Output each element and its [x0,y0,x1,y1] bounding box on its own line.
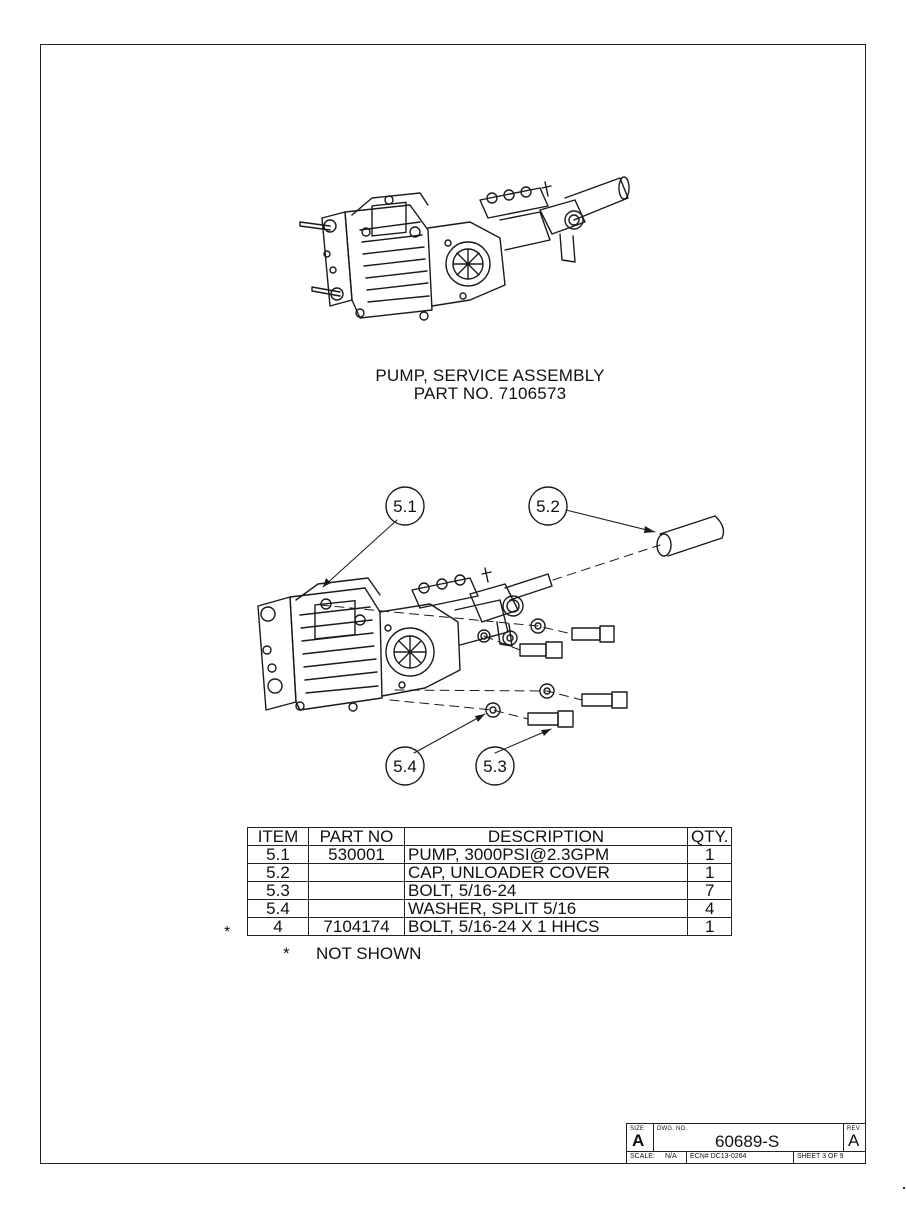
drawing-caption-part-no: PART NO. 7106573 [413,384,567,403]
drawing-caption-title: PUMP, SERVICE ASSEMBLY [375,366,605,385]
bom-item: 4 [247,917,309,936]
bom-qty: 1 [686,917,733,936]
balloon-5-3-label: 5.3 [483,757,507,776]
bom-part-no [308,881,405,900]
bom-description: BOLT, 5/16-24 X 1 HHCS [404,917,688,936]
bom-header-item: ITEM [247,827,309,846]
title-block-divider [627,1151,865,1152]
bom-header-part-no: PART NO [308,827,405,846]
exploded-pump-view [257,515,725,728]
size-cell [627,1124,654,1151]
balloon-5-3 [475,746,515,786]
dwg-no-label: DWG. NO. [657,1126,688,1132]
corner-dot [903,1187,905,1189]
table-row: 5.4 WASHER, SPLIT 5/16 4 [247,899,733,918]
bill-of-materials-table: ITEM PART NO DESCRIPTION QTY. 5.1 530001… [247,827,733,936]
dwg-no-cell [654,1124,844,1151]
balloon-5-1-label: 5.1 [393,497,417,516]
not-shown-note: * NOT SHOWN [283,944,421,964]
bom-qty: 1 [686,845,733,864]
bom-header-qty: QTY. [686,827,733,846]
sheet-value: SHEET 3 OF 9 [797,1153,844,1160]
rev-label: REV. [847,1126,862,1132]
bom-item: 5.2 [247,863,309,882]
bom-description: WASHER, SPLIT 5/16 [404,899,688,918]
rev-value: A [848,1131,860,1150]
size-value: A [632,1131,645,1150]
balloon-5-4 [385,746,425,786]
balloon-5-2-label: 5.2 [536,497,560,516]
bom-header-row: ITEM PART NO DESCRIPTION QTY. [247,827,733,846]
scale-label: SCALE: [630,1153,655,1160]
bom-description: BOLT, 5/16-24 [404,881,688,900]
bom-part-no [308,899,405,918]
bom-part-no: 7104174 [308,917,405,936]
table-row: 5.1 530001 PUMP, 3000PSI@2.3GPM 1 [247,845,733,864]
sheet-border [40,44,866,1164]
note-text: NOT SHOWN [316,944,422,963]
balloon-5-4-label: 5.4 [393,757,417,776]
ecn-value: ECN# DC13-0264 [690,1153,747,1160]
table-row: 5.2 CAP, UNLOADER COVER 1 [247,863,733,882]
bom-qty: 4 [686,899,733,918]
size-label: SIZE [630,1126,645,1132]
dwg-no-value: 60689-S [715,1132,780,1151]
ecn-cell [687,1151,794,1163]
bom-part-no: 530001 [308,845,405,864]
scale-cell [627,1151,687,1163]
bom-description: PUMP, 3000PSI@2.3GPM [404,845,688,864]
balloon-5-2 [528,486,568,526]
assembled-pump-view [299,176,630,321]
bom-item: 5.1 [247,845,309,864]
bom-part-no [308,863,405,882]
note-marker: * [283,944,290,963]
bom-description: CAP, UNLOADER COVER [404,863,688,882]
scale-value: N/A [665,1153,677,1160]
bom-item: 5.4 [247,899,309,918]
table-row: 4 7104174 BOLT, 5/16-24 X 1 HHCS 1 [247,917,733,936]
bom-qty: 1 [686,863,733,882]
not-shown-row-marker: * [224,924,231,941]
bom-item: 5.3 [247,881,309,900]
title-block: SIZE A DWG. NO. 60689-S REV. A SCALE: N/… [626,1123,866,1164]
bom-qty: 7 [686,881,733,900]
balloon-5-1 [385,486,425,526]
bom-header-description: DESCRIPTION [404,827,688,846]
table-row: 5.3 BOLT, 5/16-24 7 [247,881,733,900]
